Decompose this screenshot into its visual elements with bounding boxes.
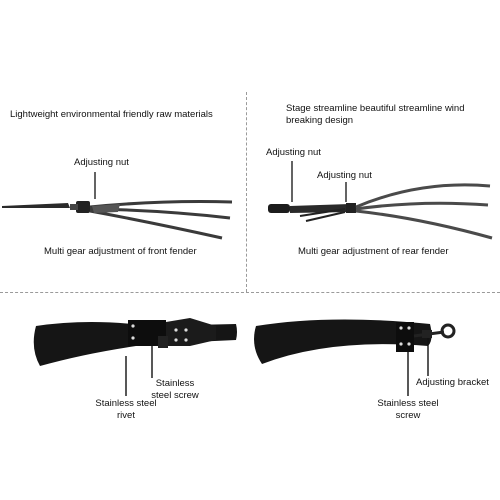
rear-fender xyxy=(254,319,456,396)
front-caption: Multi gear adjustment of front fender xyxy=(44,246,197,257)
front-fender-blade xyxy=(2,203,70,208)
stainless-steel-rivet-label: Stainless steel rivet xyxy=(95,398,157,421)
front-fender-stays xyxy=(2,172,233,240)
rear-adjusting-nut-left xyxy=(268,204,290,213)
vertical-divider xyxy=(246,92,247,292)
rear-fender-stays xyxy=(268,161,493,240)
rear-adjusting-nut-right xyxy=(346,203,356,213)
front-stainless-steel-screw-label: Stainless steel screw xyxy=(151,378,199,401)
adjusting-bracket-label: Adjusting bracket xyxy=(416,377,489,388)
rear-stainless-steel-screw-label: Stainless steel screw xyxy=(377,398,439,421)
adjusting-bracket-ring xyxy=(440,323,456,339)
front-headline: Lightweight environmental friendly raw m… xyxy=(10,109,213,120)
horizontal-divider xyxy=(0,292,500,293)
front-adjusting-nut xyxy=(76,201,90,213)
rear-caption: Multi gear adjustment of rear fender xyxy=(298,246,449,257)
rear-adjusting-nut-label-1: Adjusting nut xyxy=(266,147,321,158)
front-adjusting-nut-label: Adjusting nut xyxy=(74,157,129,168)
rear-headline: Stage streamline beautiful streamline wi… xyxy=(286,103,465,126)
front-fender xyxy=(33,318,237,396)
rear-adjusting-nut-label-2: Adjusting nut xyxy=(317,170,372,181)
